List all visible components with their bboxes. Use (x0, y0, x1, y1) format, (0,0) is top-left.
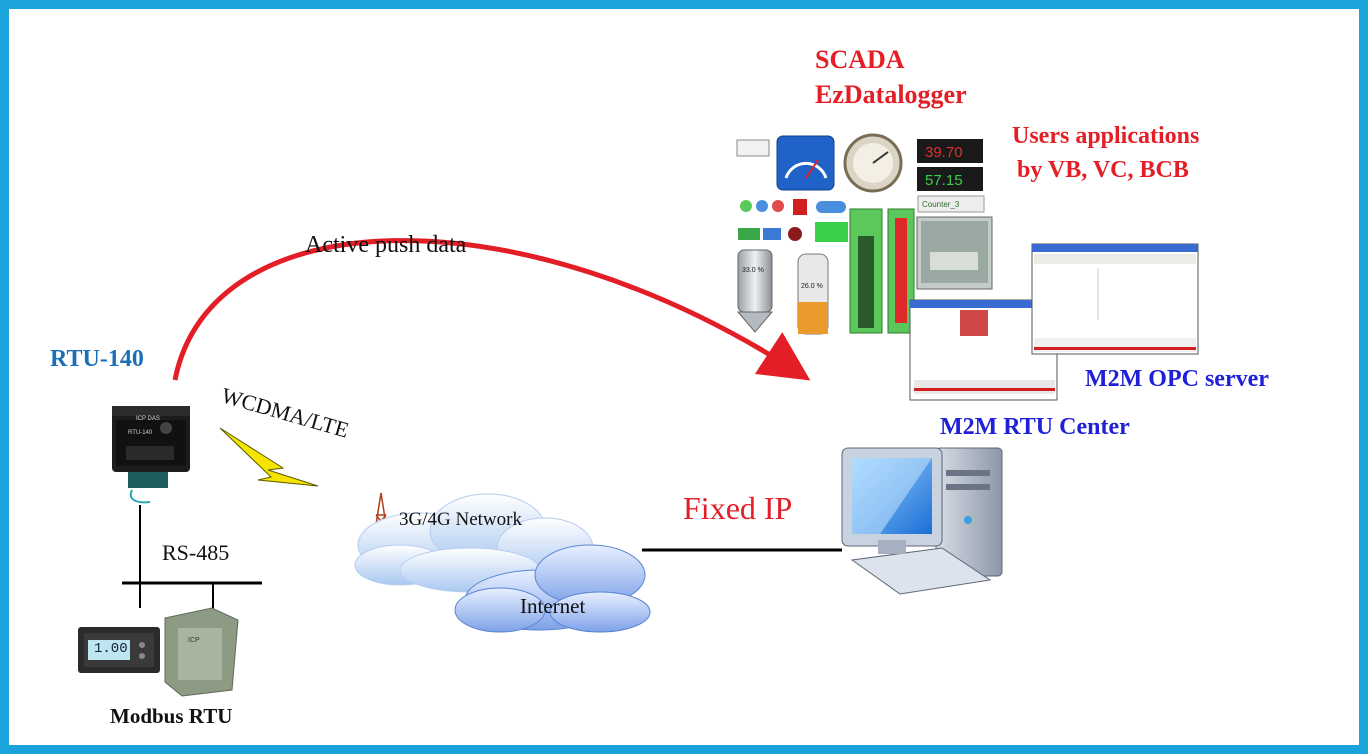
fixed-ip-label: Fixed IP (683, 490, 793, 526)
device-brand-text: ICP DAS (136, 416, 160, 422)
internet-cloud-icon (454, 544, 651, 633)
rtu-label: RTU-140 (50, 346, 144, 372)
power-meter-icon (78, 627, 160, 673)
opc-server-label: M2M OPC server (1085, 366, 1269, 392)
rs485-label: RS-485 (162, 540, 230, 565)
internet-label: Internet (520, 594, 586, 618)
svg-text:RTU-140: RTU-140 (128, 430, 153, 436)
io-module-icon: ICP (164, 607, 239, 697)
scada-hmi-collage: 39.70 57.15 Counter_3 33.0 % 26.0 % (736, 133, 993, 335)
svg-text:Counter_3: Counter_3 (922, 200, 960, 209)
rtu-device-icon: RTU-140 (112, 406, 190, 504)
svg-text:ICP: ICP (188, 637, 200, 644)
users-apps-line1: Users applications (1012, 123, 1200, 149)
users-apps-line2: by VB, VC, BCB (1017, 157, 1189, 183)
svg-text:39.70: 39.70 (925, 144, 963, 161)
active-push-label: Active push data (305, 232, 467, 258)
modbus-label: Modbus RTU (110, 704, 233, 728)
rtu-center-label: M2M RTU Center (940, 414, 1130, 440)
svg-text:33.0 %: 33.0 % (742, 267, 764, 274)
computer-icon (841, 447, 1003, 595)
svg-text:26.0 %: 26.0 % (801, 283, 823, 290)
push-arrow (172, 238, 811, 381)
meter-display-text: 1.00 (94, 641, 128, 657)
svg-text:57.15: 57.15 (925, 172, 963, 189)
opc-server-window (1031, 243, 1199, 355)
ezdatalogger-label: EzDatalogger (815, 80, 967, 109)
wireless-bolt-icon (219, 427, 319, 487)
scada-label: SCADA (815, 45, 905, 74)
network-label: 3G/4G Network (399, 509, 522, 530)
